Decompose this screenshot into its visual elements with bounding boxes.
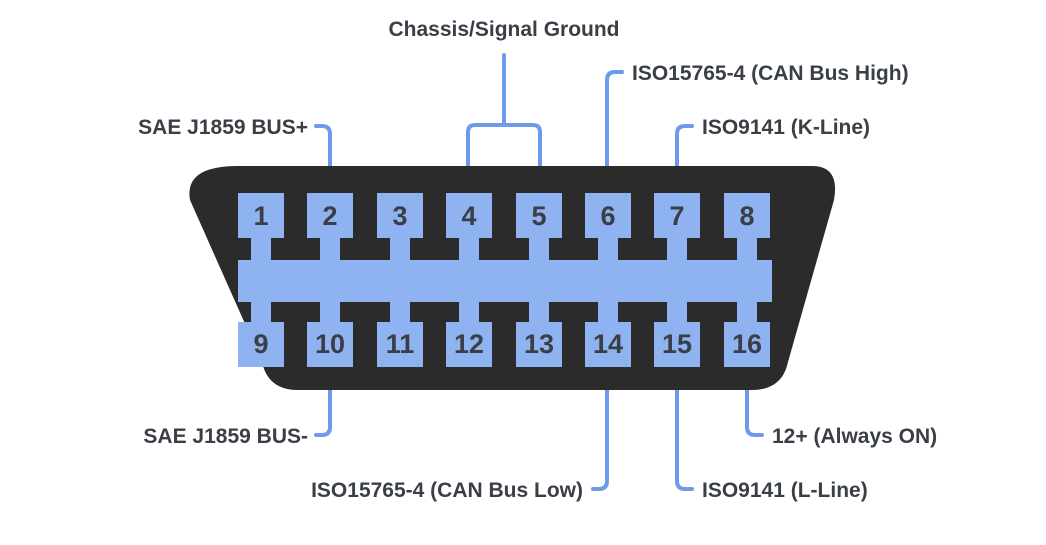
bottom-pin-11-block xyxy=(377,322,423,367)
label-can-high: ISO15765-4 (CAN Bus High) xyxy=(632,62,909,85)
leader-pin-16-always-on xyxy=(745,376,764,437)
top-pin-7-stem xyxy=(667,236,687,262)
label-j1850-bus-plus: SAE J1859 BUS+ xyxy=(138,116,308,139)
top-pin-6-stem xyxy=(598,236,618,262)
top-pin-2-block xyxy=(307,193,353,238)
bottom-pin-12-block xyxy=(446,322,492,367)
top-pin-4-block xyxy=(446,193,492,238)
label-j1850-bus-minus: SAE J1859 BUS- xyxy=(143,425,308,448)
top-pin-8-block xyxy=(724,193,770,238)
top-pin-4-stem xyxy=(459,236,479,262)
top-pin-6-block xyxy=(585,193,631,238)
top-pin-5-stem xyxy=(529,236,549,262)
leader-pin-14-can-low xyxy=(591,376,609,491)
pin-number-7: 7 xyxy=(669,201,684,231)
pin-number-4: 4 xyxy=(461,201,476,231)
leader-lines xyxy=(314,53,764,491)
leader-pin-7-k-line xyxy=(675,124,694,185)
bottom-pin-11-stem xyxy=(390,300,410,324)
bottom-pin-10-stem xyxy=(320,300,340,324)
pin-number-8: 8 xyxy=(739,201,754,231)
top-pin-5-block xyxy=(516,193,562,238)
bottom-pin-16-block xyxy=(724,322,770,367)
bottom-pin-13-block xyxy=(516,322,562,367)
pin-number-15: 15 xyxy=(662,329,692,359)
pin-number-1: 1 xyxy=(253,201,268,231)
label-k-line: ISO9141 (K-Line) xyxy=(702,116,870,139)
pin-number-11: 11 xyxy=(386,329,415,359)
pin-number-3: 3 xyxy=(392,201,407,231)
pin-bus-bar xyxy=(238,260,772,302)
pin-number-6: 6 xyxy=(600,201,615,231)
top-pin-2-stem xyxy=(320,236,340,262)
label-chassis-signal-ground: Chassis/Signal Ground xyxy=(388,18,619,41)
bottom-pin-9-block xyxy=(238,322,284,367)
top-pin-3-stem xyxy=(390,236,410,262)
pin-number-12: 12 xyxy=(454,329,484,359)
bottom-pin-13-stem xyxy=(529,300,549,324)
top-pin-1-block xyxy=(238,193,284,238)
bottom-pin-9-stem xyxy=(251,300,271,324)
top-pin-8-stem xyxy=(737,236,757,262)
leader-pin-10-j1850-minus xyxy=(314,376,332,437)
labels: Chassis/Signal Ground ISO15765-4 (CAN Bu… xyxy=(138,18,937,502)
pin-number-16: 16 xyxy=(732,329,762,359)
top-pin-7-block xyxy=(654,193,700,238)
bottom-pin-15-stem xyxy=(667,300,687,324)
pin-number-13: 13 xyxy=(524,329,554,359)
bottom-pin-12-stem xyxy=(459,300,479,324)
label-l-line: ISO9141 (L-Line) xyxy=(702,479,868,502)
leader-pin-2-j1850-plus xyxy=(314,124,332,185)
bottom-pin-15-block xyxy=(654,322,700,367)
bottom-pin-14-stem xyxy=(598,300,618,324)
bottom-pin-10-block xyxy=(307,322,353,367)
pin-number-2: 2 xyxy=(322,201,337,231)
label-always-on: 12+ (Always ON) xyxy=(772,425,937,448)
top-pin-3-block xyxy=(377,193,423,238)
label-can-low: ISO15765-4 (CAN Bus Low) xyxy=(311,479,583,502)
pin-number-5: 5 xyxy=(531,201,546,231)
bottom-pin-16-stem xyxy=(737,300,757,324)
pin-number-10: 10 xyxy=(315,329,345,359)
top-pin-1-stem xyxy=(251,236,271,262)
bottom-pin-14-block xyxy=(585,322,631,367)
pin-number-9: 9 xyxy=(253,329,268,359)
leader-pin-4-5-ground xyxy=(466,53,542,185)
leader-pin-15-l-line xyxy=(675,376,694,491)
pin-number-14: 14 xyxy=(593,329,623,359)
leader-pin-6-can-high xyxy=(605,70,624,185)
